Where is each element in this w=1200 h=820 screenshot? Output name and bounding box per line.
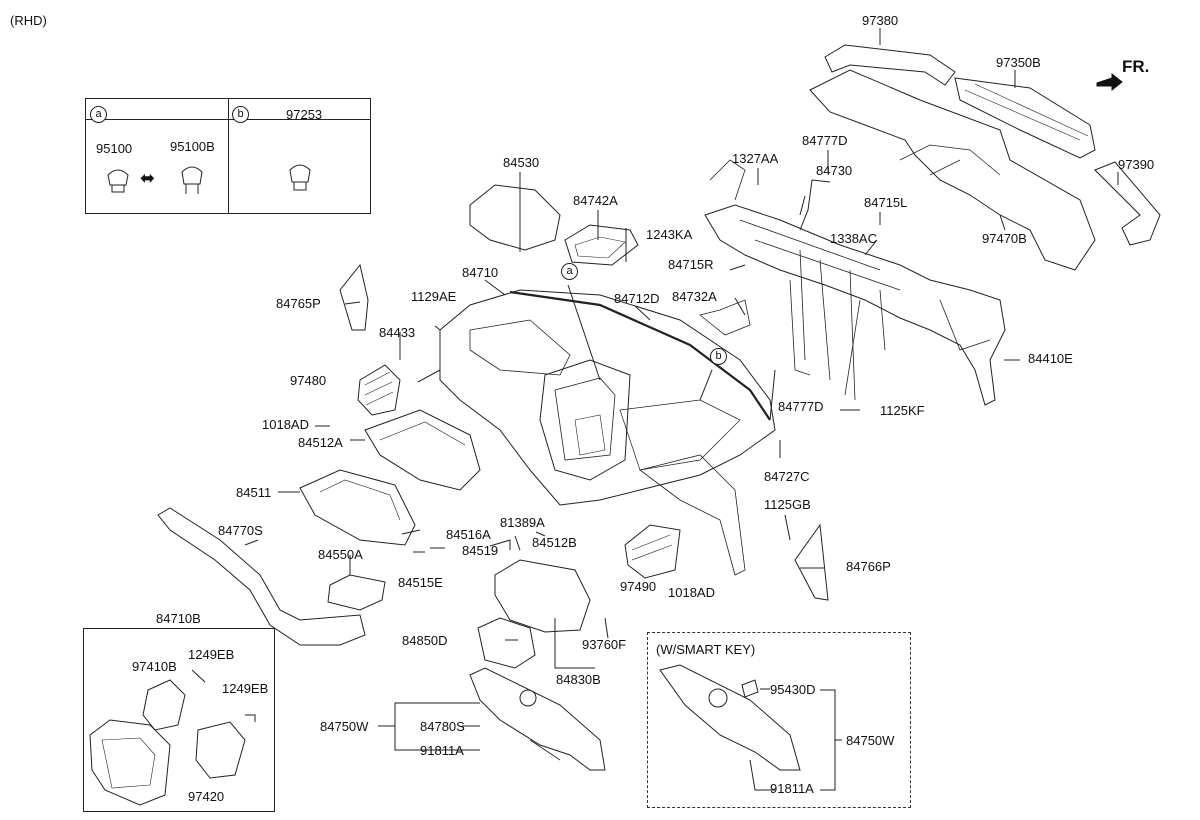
part-label-1129AE: 1129AE xyxy=(411,289,457,304)
part-label-1125GB: 1125GB xyxy=(764,497,811,512)
inset-title-84710B: 84710B xyxy=(156,611,201,626)
crash-pad-rim-84712D xyxy=(509,290,771,421)
callout-circle-a: a xyxy=(561,263,578,280)
front-label: FR. xyxy=(1122,57,1150,76)
duct-97380 xyxy=(824,44,956,86)
part-label-1018AD-left: 1018AD xyxy=(262,417,309,432)
part-label-84777D-top: 84777D xyxy=(802,133,848,148)
clip-icons xyxy=(107,164,311,194)
glove-box-housing-84512A xyxy=(364,409,481,491)
swap-arrow-icon: ⬌ xyxy=(140,168,156,188)
part-label-97380: 97380 xyxy=(862,13,899,28)
part-label-97490: 97490 xyxy=(620,579,657,594)
part-label-84766P: 84766P xyxy=(846,559,891,574)
part-label-81389A: 81389A xyxy=(500,515,545,530)
part-label-84550A: 84550A xyxy=(318,547,363,562)
part-label-91811A: 91811A xyxy=(420,743,464,758)
bezel-84710B xyxy=(89,719,171,806)
display-84742A xyxy=(564,224,639,266)
part-label-84710: 84710 xyxy=(462,265,499,280)
part-label-1243KA: 1243KA xyxy=(646,227,693,242)
clip-95100B-icon xyxy=(181,166,203,194)
cowl-cross-bar-84410E xyxy=(704,204,1006,406)
vent-97480 xyxy=(357,364,401,416)
part-label-97350B: 97350B xyxy=(996,55,1041,70)
legend-circle-b: b xyxy=(232,106,249,123)
lower-panel-84750W xyxy=(469,667,606,771)
part-label-84850D: 84850D xyxy=(402,633,448,648)
duct-97470B xyxy=(809,69,1096,271)
part-label-84715R: 84715R xyxy=(668,257,714,272)
legend-part-95100B: 95100B xyxy=(170,139,215,154)
part-label-84750W: 84750W xyxy=(320,719,369,734)
part-label-84410E: 84410E xyxy=(1028,351,1073,366)
part-label-84530: 84530 xyxy=(503,155,540,170)
inset-box-84710B xyxy=(83,628,275,812)
box-84550A xyxy=(327,574,386,611)
cluster-84850D xyxy=(477,617,536,669)
front-arrow-icon xyxy=(1096,72,1123,92)
part-label-84730: 84730 xyxy=(816,163,853,178)
legend-circle-a: a xyxy=(90,106,107,123)
part-label-93760F: 93760F xyxy=(582,637,627,652)
legend-box xyxy=(85,98,371,214)
part-label-84777D-mid: 84777D xyxy=(778,399,824,414)
part-label-84715L: 84715L xyxy=(864,195,908,210)
duct-97350B xyxy=(954,77,1096,159)
cluster-housing-84830B xyxy=(494,559,591,633)
part-label-84727C: 84727C xyxy=(764,469,810,484)
smart-key-part-84750W: 84750W xyxy=(846,733,895,748)
part-label-84512B: 84512B xyxy=(532,535,577,550)
lower-trim-84770S xyxy=(157,507,366,646)
inset-part-97410B: 97410B xyxy=(132,659,177,674)
callout-circle-b: b xyxy=(710,348,727,365)
vent-97410B xyxy=(142,679,186,731)
smart-key-title: (W/SMART KEY) xyxy=(656,642,756,657)
part-label-84511: 84511 xyxy=(236,485,272,500)
vent-97490 xyxy=(624,524,681,579)
vent-97420 xyxy=(195,721,246,779)
part-label-84433: 84433 xyxy=(379,325,416,340)
inset-part-1249EB-2: 1249EB xyxy=(222,681,269,696)
lower-panel-smart-key xyxy=(659,664,801,771)
clip-97253-icon xyxy=(289,164,311,191)
smart-key-part-95430D: 95430D xyxy=(770,682,816,697)
airbag-84530 xyxy=(469,184,561,251)
smart-key-part-91811A: 91811A xyxy=(770,781,814,796)
duct-97390 xyxy=(1094,161,1161,246)
variant-label: (RHD) xyxy=(10,13,47,28)
part-label-97390: 97390 xyxy=(1118,157,1155,172)
part-label-84742A: 84742A xyxy=(573,193,618,208)
part-label-84830B: 84830B xyxy=(556,672,601,687)
part-label-97470B: 97470B xyxy=(982,231,1027,246)
part-label-84732A: 84732A xyxy=(672,289,717,304)
part-label-84780S: 84780S xyxy=(420,719,465,734)
part-label-84515E: 84515E xyxy=(398,575,443,590)
glove-box-84511 xyxy=(299,469,416,546)
part-label-1338AC: 1338AC xyxy=(830,231,877,246)
part-label-97480: 97480 xyxy=(290,373,327,388)
part-label-84765P: 84765P xyxy=(276,296,321,311)
part-label-84712D: 84712D xyxy=(614,291,660,306)
part-label-84512A: 84512A xyxy=(298,435,343,450)
part-label-84770S: 84770S xyxy=(218,523,263,538)
part-label-84519: 84519 xyxy=(462,543,499,558)
clip-95100-icon xyxy=(107,169,129,193)
part-label-1125KF: 1125KF xyxy=(880,403,925,418)
inset-part-1249EB-1: 1249EB xyxy=(188,647,235,662)
legend-part-95100: 95100 xyxy=(96,141,133,156)
legend-part-97253: 97253 xyxy=(286,107,323,122)
part-label-1327AA: 1327AA xyxy=(732,151,779,166)
inset-part-97420: 97420 xyxy=(188,789,225,804)
part-label-84516A: 84516A xyxy=(446,527,491,542)
part-label-1018AD-right: 1018AD xyxy=(668,585,715,600)
crash-pad-84710 xyxy=(439,289,776,506)
side-cover-84766P xyxy=(794,523,829,601)
side-cover-84765P xyxy=(339,263,369,331)
smart-key-inset-box xyxy=(647,632,911,808)
